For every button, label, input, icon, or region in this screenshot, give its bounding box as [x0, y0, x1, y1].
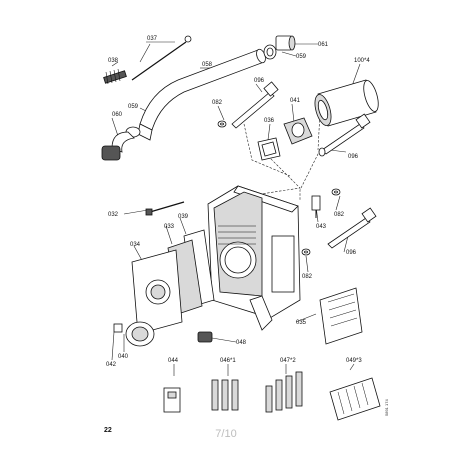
callout-033: 033 — [164, 224, 175, 230]
callout-035: 035 — [296, 320, 307, 326]
part-096-bolt-top — [231, 81, 279, 129]
part-061-connector — [263, 35, 296, 60]
callout-082a: 082 — [212, 100, 223, 106]
callout-043: 043 — [316, 224, 327, 230]
callout-082b: 082 — [334, 212, 345, 218]
reference-code: 5891 174 — [384, 399, 389, 416]
part-096-bolt-low — [327, 207, 377, 249]
callout-046: 046*1 — [220, 358, 236, 364]
part-040-ring — [113, 321, 155, 347]
callout-059b: 059 — [296, 54, 307, 60]
callout-041: 041 — [290, 98, 301, 104]
callout-037: 037 — [147, 36, 158, 42]
callout-082c: 082 — [302, 274, 313, 280]
callout-034: 034 — [130, 242, 141, 248]
part-032-screw — [145, 201, 185, 216]
part-046-kit — [211, 379, 239, 411]
callout-044: 044 — [168, 358, 179, 364]
part-060-elbow — [101, 126, 141, 161]
part-036-gasket — [257, 137, 281, 161]
part-038-brush — [103, 68, 127, 85]
callout-061: 061 — [318, 42, 329, 48]
part-041-flange — [283, 117, 313, 145]
callout-049: 049*3 — [346, 358, 362, 364]
part-100-cylinder — [314, 79, 379, 127]
callout-labels: 037 038 058 059 060 061 059 096 100*4 08… — [106, 36, 370, 368]
callout-040: 040 — [118, 354, 129, 360]
callout-096a: 096 — [254, 78, 265, 84]
callout-047: 047*2 — [280, 358, 296, 364]
assembly-dashed-lines — [243, 111, 321, 200]
part-082-washers — [217, 120, 341, 256]
callout-036: 036 — [264, 118, 275, 124]
callout-096c: 096 — [346, 250, 357, 256]
callout-038: 038 — [108, 58, 119, 64]
part-035-plate — [319, 287, 363, 345]
callout-060: 060 — [112, 112, 123, 118]
callout-048: 048 — [236, 340, 247, 346]
callout-058: 058 — [202, 62, 213, 68]
part-043-sensor — [311, 195, 321, 218]
part-037-rod — [131, 35, 192, 81]
part-heat-exchanger-block — [207, 185, 301, 331]
part-049-kit — [329, 377, 381, 421]
part-047-kit — [265, 371, 303, 413]
callout-039: 039 — [178, 214, 189, 220]
callout-096b: 096 — [348, 154, 359, 160]
page-counter: 7/10 — [215, 428, 236, 440]
part-044-kit — [163, 387, 181, 413]
part-096-bolt-mid — [318, 113, 371, 157]
part-034-door — [131, 249, 183, 335]
callout-042: 042 — [106, 362, 117, 368]
page-number: 22 — [104, 427, 112, 434]
callout-032: 032 — [108, 212, 119, 218]
leader-lines — [111, 41, 361, 376]
callout-059: 059 — [128, 104, 139, 110]
part-048-clip — [197, 331, 213, 343]
callout-100: 100*4 — [354, 58, 370, 64]
